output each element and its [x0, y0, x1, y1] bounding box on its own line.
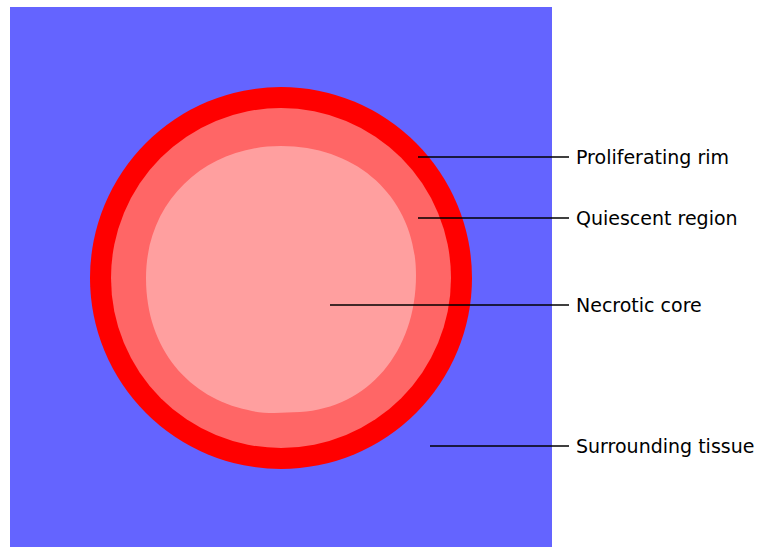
leader-line: [418, 156, 569, 158]
leader-lines: [330, 157, 569, 446]
quiescent-region: [111, 108, 451, 448]
surrounding-tissue: [10, 7, 552, 547]
proliferating-rim: [90, 87, 472, 469]
leader-line: [430, 445, 569, 447]
leader-line: [330, 304, 569, 306]
leader-line: [418, 217, 569, 219]
necrotic-core: [146, 146, 416, 413]
region-label: Surrounding tissue: [576, 435, 754, 458]
region-label: Proliferating rim: [576, 146, 729, 169]
region-label: Quiescent region: [576, 207, 738, 230]
region-label: Necrotic core: [576, 294, 702, 317]
